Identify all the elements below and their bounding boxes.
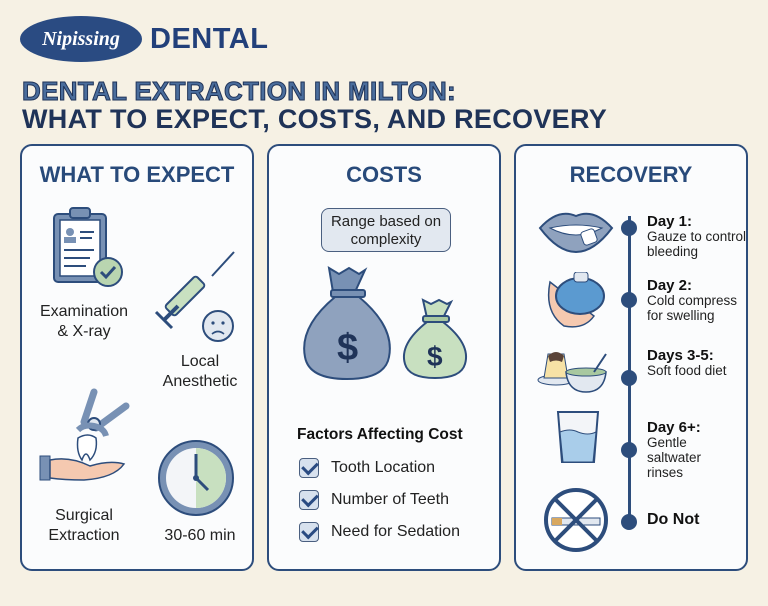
- syringe-icon: [154, 251, 235, 342]
- factors-title: Factors Affecting Cost: [297, 426, 463, 443]
- recovery-step-3: Days 3-5:Soft food diet: [647, 347, 727, 378]
- logo-oval: Nipissing: [20, 16, 142, 62]
- page-title-line1: DENTAL EXTRACTION IN MILTON:: [21, 76, 457, 107]
- panel-title: RECOVERY: [569, 162, 693, 187]
- panel-title: COSTS: [346, 162, 422, 187]
- no-smoking-icon: [544, 488, 608, 552]
- timeline-dot: [621, 514, 637, 530]
- recovery-step-2: Day 2:Cold compress for swelling: [647, 277, 738, 323]
- expect-label-duration: 30-60 min: [164, 527, 236, 544]
- timeline-dot: [621, 220, 637, 236]
- page-title-line2: WHAT TO EXPECT, COSTS, AND RECOVERY: [22, 104, 608, 134]
- timeline-dot: [621, 292, 637, 308]
- svg-text:$: $: [337, 327, 358, 369]
- recovery-step-5: Do Not: [647, 511, 700, 528]
- factor-item: Need for Sedation: [299, 522, 460, 542]
- timeline-dot: [621, 370, 637, 386]
- mouth-gauze-icon: [538, 212, 614, 254]
- logo-text: DENTAL: [150, 22, 269, 55]
- panel-recovery: RECOVERY Day 1:Gauze to control bleeding…: [514, 144, 748, 571]
- recovery-step-1: Day 1:Gauze to control bleeding: [647, 213, 747, 259]
- soft-food-icon: [537, 352, 607, 393]
- factor-item: Tooth Location: [299, 458, 435, 478]
- money-bags-icon: $ $: [303, 266, 467, 381]
- panel-title: WHAT TO EXPECT: [39, 162, 235, 187]
- checkbox-icon: [299, 522, 319, 542]
- svg-text:$: $: [427, 341, 443, 372]
- water-glass-icon: [556, 411, 600, 463]
- expect-label-exam: Examination& X-ray: [39, 303, 129, 340]
- recovery-step-4: Day 6+:Gentle saltwater rinses: [647, 419, 702, 480]
- ice-pack-icon: [547, 272, 605, 328]
- forceps-tooth-icon: [39, 388, 130, 481]
- checkbox-icon: [299, 458, 319, 478]
- clock-icon: [158, 440, 234, 516]
- checkbox-icon: [299, 490, 319, 510]
- factor-item: Number of Teeth: [299, 490, 449, 510]
- logo: Nipissing DENTAL: [20, 16, 268, 62]
- clipboard-check-icon: [53, 207, 123, 287]
- timeline-dot: [621, 442, 637, 458]
